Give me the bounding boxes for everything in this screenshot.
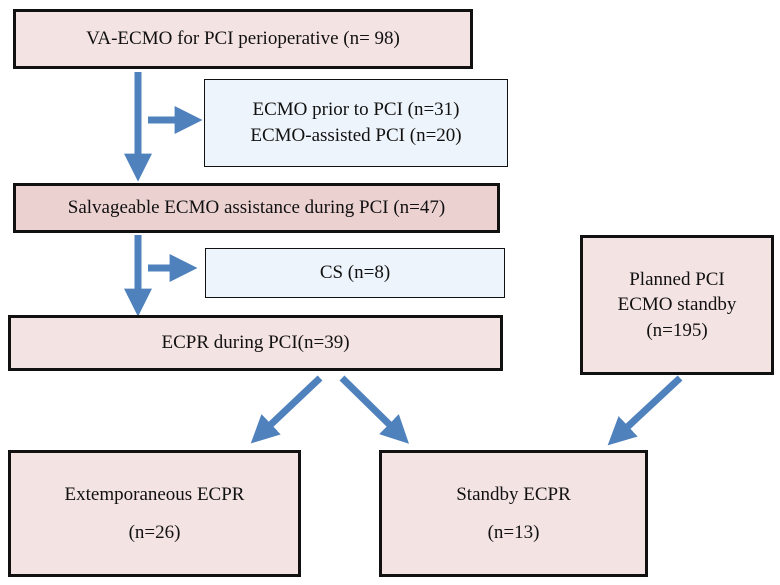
box-standby-line-1: Standby ECPR (456, 483, 571, 505)
box-standby-ecpr: Standby ECPR (n=13) (379, 450, 648, 577)
box-excluded-cs: CS (n=8) (205, 248, 505, 298)
box-extemporaneous-line-2: (n=26) (128, 521, 181, 543)
arrow-to-standby-right (607, 375, 683, 446)
box-salvageable-line-1: Salvageable ECMO assistance during PCI (… (67, 197, 446, 219)
box-standby-line-2: (n=13) (487, 521, 540, 543)
box-ecpr-during-pci: ECPR during PCI(n=39) (8, 315, 503, 371)
box-planned-pci: Planned PCI ECMO standby (n=195) (580, 235, 774, 375)
box-planned-line-1: Planned PCI (629, 268, 725, 290)
arrow-to-standby-left (339, 375, 409, 444)
box-extemporaneous-line-1: Extemporaneous ECPR (64, 483, 245, 505)
box-salvageable: Salvageable ECMO assistance during PCI (… (13, 183, 500, 233)
box-planned-line-3: (n=195) (646, 319, 708, 341)
box-planned-line-2: ECMO standby (617, 294, 737, 316)
box-cs-line-1: CS (n=8) (319, 262, 391, 284)
box-excluded-prior-assisted: ECMO prior to PCI (n=31) ECMO-assisted P… (204, 79, 508, 167)
box-excluded-line-1: ECMO prior to PCI (n=31) (252, 99, 460, 121)
box-va-ecmo-line-1: VA-ECMO for PCI perioperative (n= 98) (86, 28, 400, 50)
box-va-ecmo: VA-ECMO for PCI perioperative (n= 98) (13, 9, 473, 69)
arrow-to-extemporaneous (250, 375, 323, 444)
box-extemporaneous-ecpr: Extemporaneous ECPR (n=26) (8, 450, 301, 577)
box-excluded-line-2: ECMO-assisted PCI (n=20) (250, 125, 462, 146)
box-ecpr-line-1: ECPR during PCI(n=39) (161, 332, 350, 354)
